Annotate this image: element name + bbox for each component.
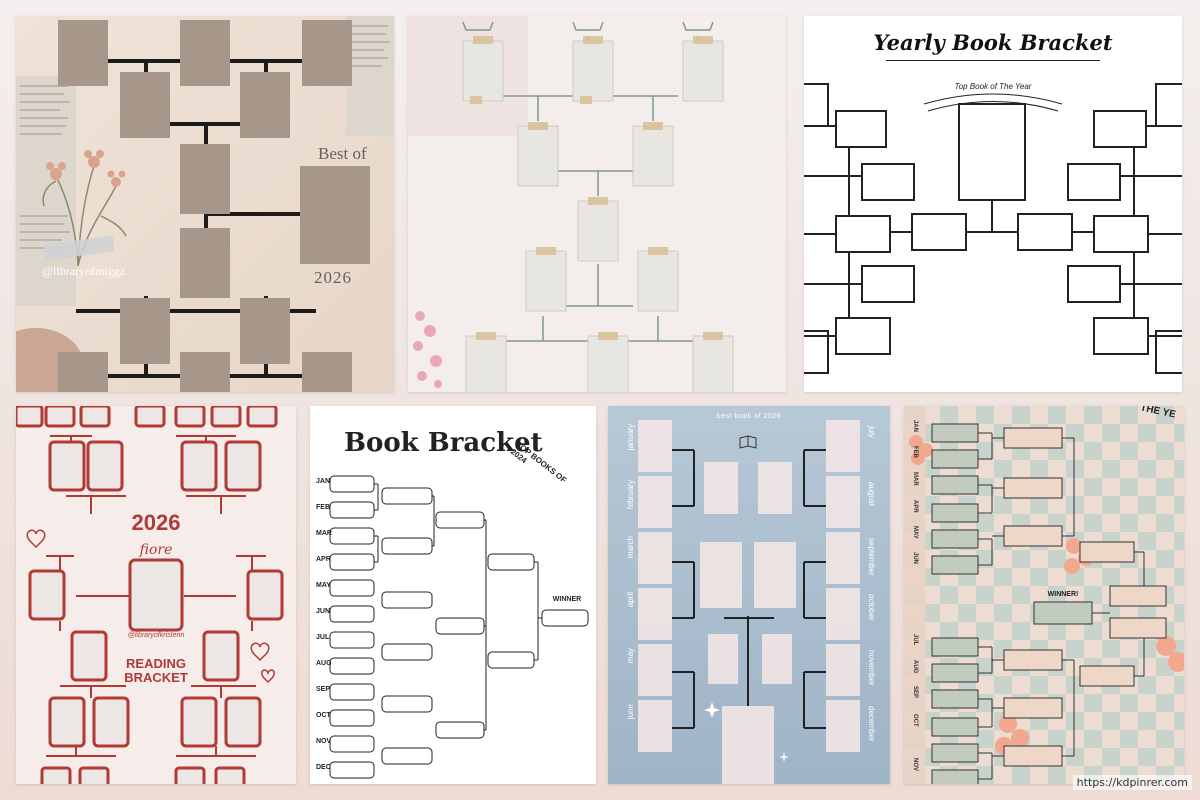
tile1-handle: @libraryofmiggz (42, 264, 126, 278)
month-label: APR (316, 556, 331, 563)
month-label: MAR (912, 472, 918, 486)
yearly-bracket-graphic (804, 16, 1182, 392)
monthly-bracket-graphic (310, 406, 596, 784)
month-label: JUL (316, 634, 330, 641)
dried-flower-icon (42, 150, 127, 267)
month-label: may (626, 648, 635, 664)
best-of-bracket-graphic (16, 16, 394, 392)
month-label: FEB (316, 504, 330, 511)
open-book-icon (739, 435, 757, 449)
month-label: JUL (912, 634, 918, 646)
month-label: december (867, 706, 876, 742)
month-label: september (867, 538, 876, 576)
sage-bracket-graphic (408, 16, 786, 392)
red-bracket-graphic (16, 406, 296, 784)
month-label: APR (912, 500, 918, 513)
checkered-bracket-graphic (904, 406, 1184, 784)
month-label: JAN (316, 478, 331, 485)
month-label: february (626, 480, 635, 510)
tile6-header: best book of 2026 (716, 413, 782, 420)
month-label: SEP (316, 686, 331, 693)
month-label: NOV (316, 738, 332, 745)
tile4-year: 2026 (131, 510, 181, 535)
tile4-handle: @libraryofkristenn (127, 632, 185, 639)
bracket-preview-best-book-blue: best book of 2026 january february march… (608, 406, 890, 784)
month-label: april (626, 592, 635, 608)
bracket-preview-reading-2026: 2026 fiore @libraryofkristenn READING BR… (16, 406, 296, 784)
bracket-preview-yearly-book: Yearly Book Bracket Top Book of The Year (804, 16, 1182, 392)
tile5-title: Book Bracket (344, 428, 543, 458)
month-label: OCT (912, 714, 918, 727)
cherry-blossom-icon (413, 311, 442, 388)
blue-bracket-graphic (608, 406, 890, 784)
tile6-left-months: january february march april may june (626, 424, 688, 756)
month-label: july (867, 426, 876, 439)
month-label: NOV (912, 758, 918, 772)
tile5-winner-label: WINNER (552, 596, 582, 603)
tile1-title: Best of (318, 144, 367, 163)
month-label: FEB (912, 446, 918, 458)
tile3-banner: Top Book of The Year (954, 82, 1032, 91)
tile7-winner-label: WINNER! (1047, 591, 1079, 598)
tile3-title-underline (886, 60, 1100, 61)
tile3-title: Yearly Book Bracket (873, 30, 1113, 55)
bracket-preview-best-of-2026: Best of 2026 @libraryofmiggz (16, 16, 394, 392)
month-label: MAR (316, 530, 332, 537)
tile4-line1: READING (126, 656, 186, 671)
tile4-script: fiore (139, 542, 173, 558)
month-label: AUG (912, 660, 918, 674)
source-watermark: https://kdpinrer.com (1072, 775, 1192, 790)
month-label: JAN (912, 420, 918, 433)
month-label: JUN (316, 608, 331, 615)
month-label: october (867, 594, 876, 621)
tile1-year: 2026 (314, 268, 352, 287)
bracket-preview-checkered-winner: THE YE WINNER! JAN FEB MAR APR MAY JUN J… (904, 406, 1184, 784)
bracket-preview-book-bracket-months: Book Bracket TOP BOOKS OF 2024 WINNER JA… (310, 406, 596, 784)
month-label: JUN (912, 552, 918, 565)
sparkle-icon (704, 702, 789, 762)
month-label: DEC (316, 764, 331, 771)
bracket-preview-sage-tape (408, 16, 786, 392)
month-label: march (626, 536, 635, 559)
heart-icon (26, 529, 275, 684)
month-label: MAY (912, 526, 918, 539)
tile7-month-column: JAN FEB MAR APR MAY JUN JUL AUG SEP OCT … (910, 420, 924, 780)
month-label: MAY (316, 582, 331, 589)
month-label: SEP (912, 686, 918, 699)
tile4-line2: BRACKET (124, 670, 188, 685)
month-label: january (626, 424, 635, 451)
month-label: june (626, 704, 635, 720)
tile6-right-months: july august september october november d… (866, 426, 886, 756)
month-label: OCT (316, 712, 331, 719)
tile5-month-column: JAN FEB MAR APR MAY JUN JUL AUG SEP OCT … (316, 478, 332, 784)
month-label: august (867, 482, 876, 507)
month-label: november (867, 650, 876, 686)
month-label: AUG (316, 660, 332, 667)
